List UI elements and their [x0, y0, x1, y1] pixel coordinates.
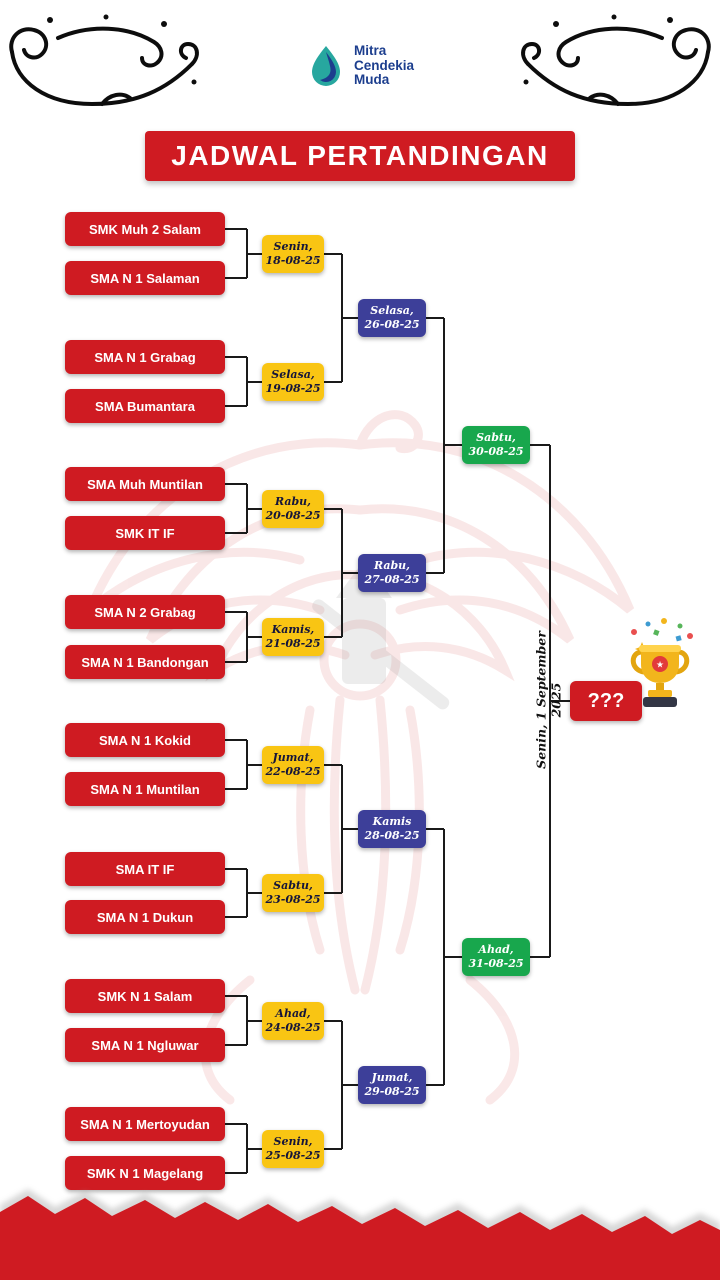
trophy-icon: ★	[630, 618, 693, 707]
match-date: 24-08-25	[265, 1021, 321, 1034]
match-date: 25-08-25	[265, 1149, 321, 1162]
match-day: Jumat,	[272, 750, 314, 764]
match-date: 18-08-25	[265, 254, 321, 267]
round1-match-box: Ahad, 24-08-25	[262, 1002, 324, 1040]
round1-match-box: Kamis, 21-08-25	[262, 618, 324, 656]
team-box: SMA Muh Muntilan	[65, 467, 225, 501]
page-title: JADWAL PERTANDINGAN	[145, 131, 575, 181]
svg-text:★: ★	[656, 661, 664, 671]
round1-match-box: Selasa, 19-08-25	[262, 363, 324, 401]
team-box: SMK N 1 Magelang	[65, 1156, 225, 1190]
match-date: 30-08-25	[468, 445, 524, 458]
match-date: 31-08-25	[468, 957, 524, 970]
match-date: 20-08-25	[265, 509, 321, 522]
match-day: Kamis,	[271, 622, 315, 636]
match-day: Ahad,	[275, 1006, 311, 1020]
round1-match-box: Rabu, 20-08-25	[262, 490, 324, 528]
team-box: SMA N 1 Mertoyudan	[65, 1107, 225, 1141]
team-box: SMA N 1 Bandongan	[65, 645, 225, 679]
match-day: Senin,	[273, 1134, 313, 1148]
logo-line-3: Muda	[353, 72, 390, 88]
match-date: 19-08-25	[265, 382, 321, 395]
match-day: Ahad,	[478, 942, 514, 956]
match-day: Selasa,	[370, 303, 414, 317]
logo-text: Mitra Cendekia Muda	[354, 44, 414, 88]
logo: Mitra Cendekia Muda	[0, 44, 720, 88]
match-day: Rabu,	[373, 558, 411, 572]
match-date: 26-08-25	[364, 318, 420, 331]
team-box: SMA N 1 Kokid	[65, 723, 225, 757]
round2-match-box: Rabu, 27-08-25	[358, 554, 426, 592]
match-day: Selasa,	[271, 367, 315, 381]
match-date: 27-08-25	[364, 573, 420, 586]
final-champion-box: ???	[570, 681, 642, 721]
torn-paper-edge	[0, 1189, 720, 1280]
final-date-label: Senin, 1 September 2025	[533, 631, 564, 769]
match-day: Senin,	[273, 239, 313, 253]
team-box: SMK Muh 2 Salam	[65, 212, 225, 246]
round1-match-box: Senin, 25-08-25	[262, 1130, 324, 1168]
match-day: Jumat,	[371, 1070, 413, 1084]
match-date: 23-08-25	[265, 893, 321, 906]
logo-line-1: Mitra	[353, 43, 387, 59]
round2-match-box: Selasa, 26-08-25	[358, 299, 426, 337]
team-box: SMA N 2 Grabag	[65, 595, 225, 629]
match-date: 22-08-25	[265, 765, 321, 778]
match-date: 28-08-25	[364, 829, 420, 842]
logo-line-2: Cendekia	[353, 57, 415, 73]
team-box: SMA N 1 Muntilan	[65, 772, 225, 806]
team-box: SMA N 1 Grabag	[65, 340, 225, 374]
flourish-ornament-left-icon	[9, 14, 199, 107]
match-date: 21-08-25	[265, 637, 321, 650]
team-box: SMA Bumantara	[65, 389, 225, 423]
round1-match-box: Sabtu, 23-08-25	[262, 874, 324, 912]
semifinal-match-box: Sabtu, 30-08-25	[462, 426, 530, 464]
semifinal-match-box: Ahad, 31-08-25	[462, 938, 530, 976]
team-box: SMA IT IF	[65, 852, 225, 886]
match-date: 29-08-25	[364, 1085, 420, 1098]
round2-match-box: Jumat, 29-08-25	[358, 1066, 426, 1104]
team-box: SMA N 1 Dukun	[65, 900, 225, 934]
team-box: SMA N 1 Ngluwar	[65, 1028, 225, 1062]
round1-match-box: Senin, 18-08-25	[262, 235, 324, 273]
team-box: SMK N 1 Salam	[65, 979, 225, 1013]
round1-match-box: Jumat, 22-08-25	[262, 746, 324, 784]
flourish-ornament-right-icon	[521, 14, 711, 107]
round2-match-box: Kamis 28-08-25	[358, 810, 426, 848]
match-day: Rabu,	[274, 494, 312, 508]
logo-mark-icon	[311, 46, 340, 86]
team-box: SMA N 1 Salaman	[65, 261, 225, 295]
match-day: Sabtu,	[273, 878, 313, 892]
team-box: SMK IT IF	[65, 516, 225, 550]
match-day: Sabtu,	[476, 430, 516, 444]
match-day: Kamis	[372, 814, 412, 828]
